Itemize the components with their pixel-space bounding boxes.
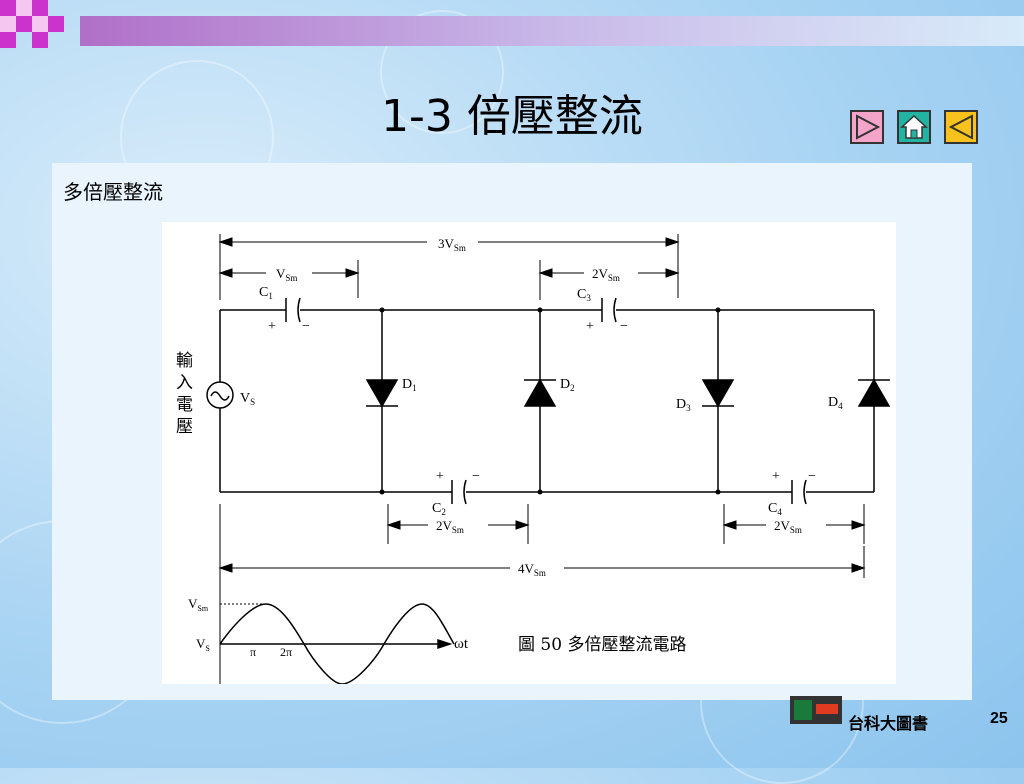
svg-text:2VSm: 2VSm — [436, 518, 464, 535]
section-subtitle: 多倍壓整流 — [63, 180, 163, 204]
svg-text:+: + — [586, 319, 594, 334]
sine-waveform — [219, 603, 455, 684]
svg-text:4VSm: 4VSm — [518, 561, 546, 578]
svg-text:C4: C4 — [768, 501, 782, 517]
capacitor-c3 — [601, 297, 617, 323]
diode-d3 — [701, 379, 735, 408]
svg-text:D3: D3 — [676, 397, 691, 413]
svg-text:電: 電 — [176, 395, 193, 415]
svg-text:壓: 壓 — [176, 417, 193, 437]
svg-text:ωt: ωt — [454, 636, 469, 652]
page-number: 25 — [990, 710, 1008, 727]
svg-text:+: + — [436, 469, 444, 484]
svg-text:C1: C1 — [259, 285, 273, 301]
capacitor-c1 — [285, 297, 301, 323]
circuit-figure: 3VSm VSm 2VSm 2VSm 2VSm 4VSm C1 C3 C2 C4… — [162, 222, 896, 684]
figure-caption: 圖 50 多倍壓整流電路 — [518, 635, 686, 655]
svg-text:D1: D1 — [402, 377, 417, 393]
background-bubble — [380, 10, 504, 134]
svg-text:D2: D2 — [560, 377, 575, 393]
diode-d4 — [857, 378, 891, 407]
svg-text:輸: 輸 — [176, 351, 193, 371]
diode-d1 — [365, 379, 399, 408]
play-left-icon — [948, 114, 973, 140]
svg-text:−: − — [472, 469, 480, 484]
svg-text:2VSm: 2VSm — [774, 518, 802, 535]
home-icon — [900, 114, 928, 139]
svg-text:π: π — [250, 645, 256, 659]
svg-text:−: − — [302, 319, 310, 334]
play-right-icon — [856, 114, 881, 140]
svg-text:+: + — [268, 319, 276, 334]
svg-text:3VSm: 3VSm — [438, 236, 466, 253]
svg-text:2π: 2π — [280, 645, 292, 659]
svg-text:VS: VS — [196, 636, 210, 653]
capacitor-c2 — [451, 479, 467, 505]
svg-text:入: 入 — [176, 373, 193, 393]
diode-d2 — [523, 378, 557, 407]
svg-text:D4: D4 — [828, 395, 843, 411]
top-gradient-bar — [80, 16, 1024, 46]
footer-brand: 台科大圖書 — [848, 714, 929, 733]
svg-text:VSm: VSm — [188, 596, 209, 613]
capacitor-c4 — [791, 479, 807, 505]
svg-text:VSm: VSm — [276, 266, 297, 283]
svg-text:−: − — [620, 319, 628, 334]
voltage-multiplier-circuit: 3VSm VSm 2VSm 2VSm 2VSm 4VSm C1 C3 C2 C4… — [176, 234, 891, 684]
slide-title: 1-3 倍壓整流 — [381, 91, 643, 142]
svg-text:2VSm: 2VSm — [592, 266, 620, 283]
corner-checker-decoration — [0, 0, 64, 48]
previous-slide-button[interactable] — [944, 110, 978, 144]
svg-text:−: − — [808, 469, 816, 484]
svg-text:VS: VS — [240, 391, 255, 407]
home-button[interactable] — [897, 110, 931, 144]
svg-text:C3: C3 — [577, 287, 591, 303]
next-slide-button[interactable] — [850, 110, 884, 144]
svg-text:C2: C2 — [432, 501, 446, 517]
junction-dots — [379, 307, 721, 495]
svg-text:+: + — [772, 469, 780, 484]
publisher-logo — [790, 696, 842, 724]
